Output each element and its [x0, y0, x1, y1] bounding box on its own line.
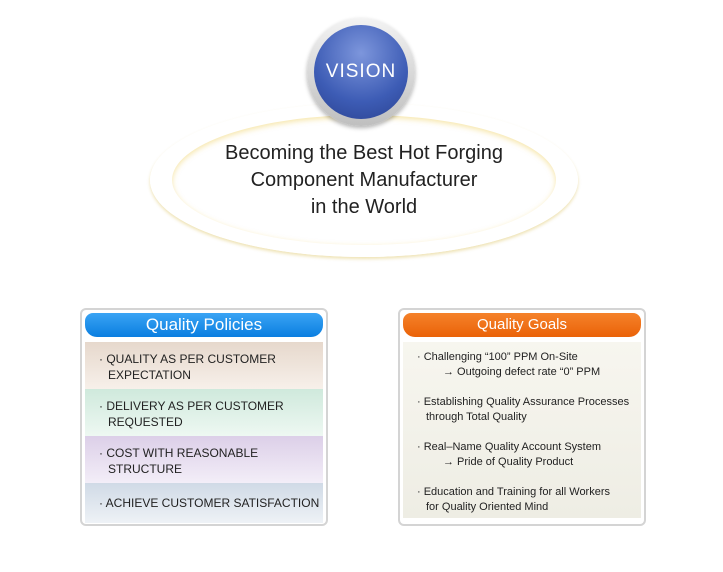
- vision-line: in the World: [310, 196, 418, 218]
- goal-item: · Education and Training for all Workers…: [417, 485, 641, 515]
- policy-item: · QUALITY AS PER CUSTOMER EXPECTATION: [85, 342, 323, 389]
- policy-line: STRUCTURE: [108, 462, 182, 476]
- goal-line: through Total Quality: [426, 411, 527, 423]
- goal-line: → Outgoing defect rate “0” PPM: [443, 366, 601, 378]
- policy-item: · ACHIEVE CUSTOMER SATISFACTION: [85, 483, 323, 523]
- quality-goals-list: · Challenging “100” PPM On-Site → Outgoin…: [403, 342, 641, 518]
- policy-line: EXPECTATION: [108, 368, 191, 382]
- goal-line: · Challenging “100” PPM On-Site: [417, 351, 578, 363]
- vision-ring-inner: [172, 115, 556, 245]
- policy-line: · COST WITH REASONABLE: [99, 446, 259, 460]
- quality-goals-title: Quality Goals: [403, 313, 641, 337]
- goal-item: · Challenging “100” PPM On-Site → Outgoin…: [417, 350, 641, 380]
- vision-line: Component Manufacturer: [250, 169, 478, 191]
- goal-line: · Education and Training for all Workers: [417, 486, 610, 498]
- vision-statement: Becoming the Best Hot Forging Component …: [172, 140, 556, 221]
- goal-item: · Establishing Quality Assurance Process…: [417, 395, 641, 425]
- goal-line: · Establishing Quality Assurance Process…: [417, 396, 630, 408]
- vision-line: Becoming the Best Hot Forging: [225, 142, 503, 164]
- goal-line: · Real–Name Quality Account System: [417, 441, 602, 453]
- vision-badge: VISION: [314, 25, 408, 119]
- goal-item: · Real–Name Quality Account System → Prid…: [417, 440, 641, 470]
- policy-item: · DELIVERY AS PER CUSTOMER REQUESTED: [85, 389, 323, 436]
- goal-line: for Quality Oriented Mind: [426, 501, 549, 513]
- goal-line: → Pride of Quality Product: [443, 456, 574, 468]
- policy-line: · ACHIEVE CUSTOMER SATISFACTION: [99, 496, 320, 510]
- quality-policies-panel: Quality Policies · QUALITY AS PER CUSTOM…: [80, 308, 328, 526]
- policy-line: · QUALITY AS PER CUSTOMER: [99, 352, 276, 366]
- policy-item: · COST WITH REASONABLE STRUCTURE: [85, 436, 323, 483]
- policy-line: · DELIVERY AS PER CUSTOMER: [99, 399, 284, 413]
- policy-line: REQUESTED: [108, 415, 183, 429]
- quality-goals-panel: Quality Goals · Challenging “100” PPM On…: [398, 308, 646, 526]
- quality-policies-title: Quality Policies: [85, 313, 323, 337]
